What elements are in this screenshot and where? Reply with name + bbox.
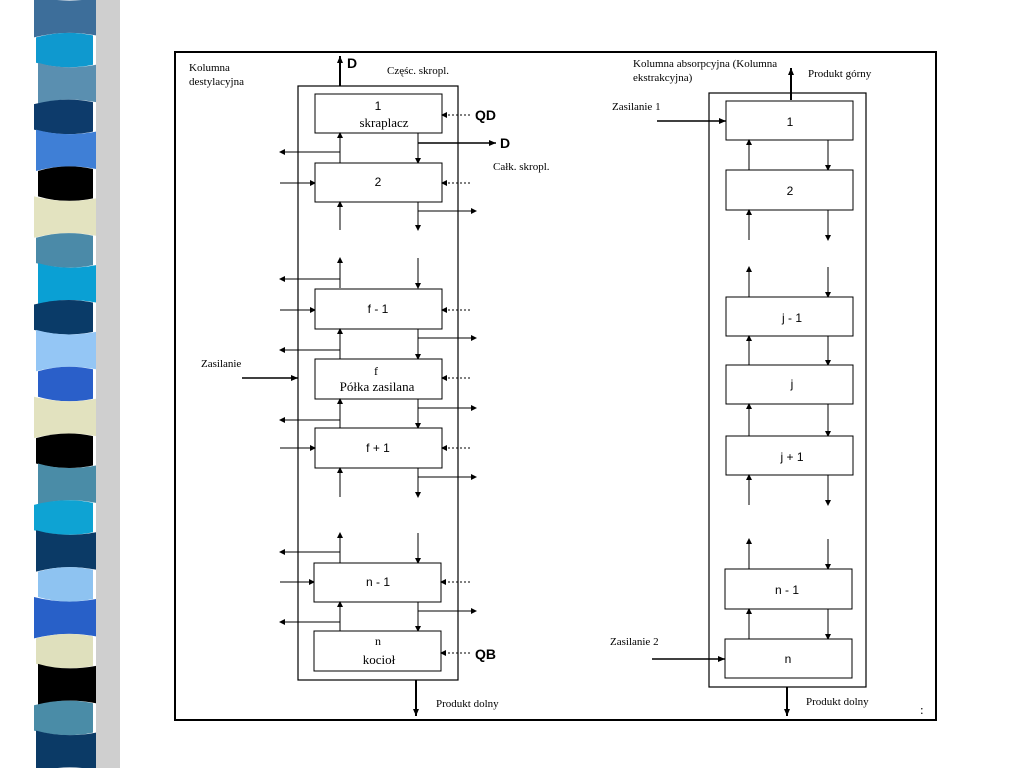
stripe-band [36,633,93,669]
stage-condenser-name: skraplacz [359,115,408,130]
stripe-band [34,196,96,238]
stripe-band [34,0,96,38]
absorber-bottom-product-label: Produkt dolny [806,696,869,708]
stage-2 [314,162,443,203]
corner-colon: : [920,702,924,717]
distillation-title-line1: Kolumna [189,62,230,74]
top-distillate-label: D [347,55,357,71]
stripe-band [34,500,93,535]
absorber-stage-n-minus-1-label: n - 1 [775,583,799,597]
stage-feed [314,358,443,400]
absorption-title-line2: ekstrakcyjna) [633,72,693,84]
stage-condenser [314,93,443,134]
stage-2-label: 2 [375,175,382,189]
top-product-label: Produkt górny [808,68,872,80]
stripe-band [34,597,96,639]
absorber-stage-j [725,364,854,405]
total-condenser-label: Całk. skropl. [493,161,550,173]
stage-reboiler [313,630,442,672]
absorber-stage-j-label: j [790,377,794,391]
stripe-shadow [96,0,120,768]
absorber-stage-2-label: 2 [787,184,794,198]
diagram-frame [174,51,937,721]
stage-n-minus-1-label: n - 1 [366,575,390,589]
absorber-stage-j-minus-1-label: j - 1 [781,311,802,325]
decorative-stripe-border [34,0,120,768]
feed-2-label: Zasilanie 2 [610,636,659,648]
absorber-stage-n-minus-1 [724,568,853,610]
stripe-band [34,99,93,135]
stripe-band [36,730,96,768]
stage-f-plus-1-label: f + 1 [366,441,390,455]
absorber-stage-j-minus-1 [725,296,854,337]
stripe-band [36,129,96,171]
stage-feed-name: Półka zasilana [340,379,415,394]
stripe-band [36,433,93,469]
stripe-band [38,567,93,602]
reboiler-duty-label: QB [475,646,496,662]
stripe-band [38,463,96,505]
stage-f-minus-1-label: f - 1 [368,302,389,316]
stripe-band [34,299,93,335]
absorption-title-line1: Kolumna absorpcyjna (Kolumna [633,58,777,70]
distillation-title-line2: destylacyjna [189,76,244,88]
stripe-band [38,663,96,706]
distillation-bottom-product-label: Produkt dolny [436,698,499,710]
absorber-stage-j-plus-1-label: j + 1 [779,450,803,464]
stage-condenser-number: 1 [375,99,382,113]
stripe-band [36,530,96,572]
feed-1-label: Zasilanie 1 [612,101,661,113]
absorber-stage-j-plus-1 [725,435,854,476]
stripe-band [36,32,93,68]
stripe-band [38,366,93,402]
stripe-band [38,62,96,105]
stripe-band [34,700,93,736]
stripe-band [36,233,93,268]
absorber-stage-1-label: 1 [787,115,794,129]
stage-f-plus-1 [314,427,443,469]
condenser-duty-label: QD [475,107,496,123]
stripe-band [34,396,96,439]
stage-reboiler-name: kocioł [363,652,396,667]
distillation-column: Kolumna destylacyjna D Częśc. skropl. 1 … [189,55,550,716]
distillation-shell [297,85,459,681]
absorber-stage-2 [725,169,854,211]
stage-f-minus-1 [314,288,443,330]
stripe-band [38,166,93,201]
stripe-band [38,263,96,305]
feed-label: Zasilanie [201,358,241,370]
partial-condenser-label: Częśc. skropl. [387,65,449,77]
absorption-column: Kolumna absorpcyjna (Kolumna ekstrakcyjn… [610,58,924,717]
absorber-stage-n-label: n [785,652,792,666]
stage-reboiler-number: n [375,634,381,648]
stripe-band [36,329,96,372]
side-distillate-label: D [500,135,510,151]
stage-feed-number: f [374,364,378,378]
stage-n-minus-1 [313,562,442,603]
